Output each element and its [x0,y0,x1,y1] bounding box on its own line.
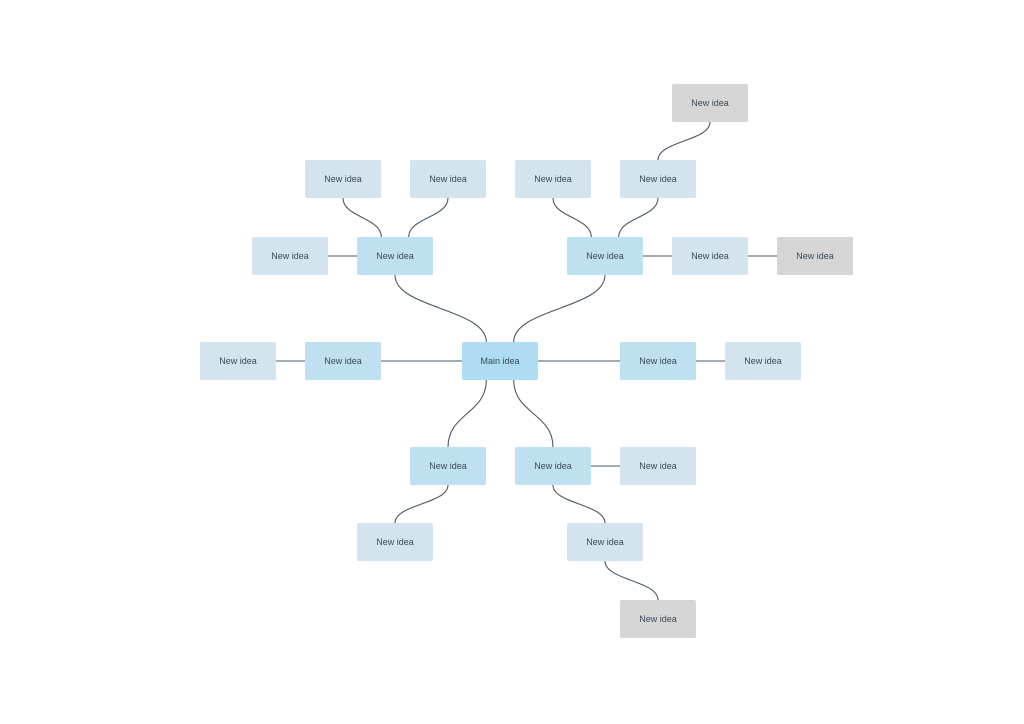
idea-node-n11[interactable]: New idea [620,160,696,198]
connector-n1-n9 [408,197,449,238]
idea-node-n9[interactable]: New idea [410,160,486,198]
idea-node-n10[interactable]: New idea [515,160,591,198]
idea-node-n1[interactable]: New idea [357,237,433,275]
idea-node-n12[interactable]: New idea [672,237,748,275]
idea-node-n16[interactable]: New idea [620,447,696,485]
connector-main-n5 [447,379,487,448]
idea-node-n7[interactable]: New idea [252,237,328,275]
connector-main-n1 [394,274,487,343]
idea-node-n3[interactable]: New idea [305,342,381,380]
idea-node-n13[interactable]: New idea [200,342,276,380]
idea-node-n6[interactable]: New idea [515,447,591,485]
idea-node-n20[interactable]: New idea [620,600,696,638]
idea-node-n18[interactable]: New idea [672,84,748,122]
connector-n6-n17 [552,484,606,524]
connector-n1-n8 [342,197,382,238]
idea-node-n2[interactable]: New idea [567,237,643,275]
connector-n2-n10 [552,197,592,238]
connector-main-n2 [513,274,606,343]
connector-main-n6 [513,379,554,448]
idea-node-n8[interactable]: New idea [305,160,381,198]
main-idea-node[interactable]: Main idea [462,342,538,380]
connector-n5-n15 [394,484,449,524]
idea-node-n5[interactable]: New idea [410,447,486,485]
idea-node-n17[interactable]: New idea [567,523,643,561]
connector-n2-n11 [618,197,659,238]
idea-node-n15[interactable]: New idea [357,523,433,561]
connector-n17-n20 [604,560,659,601]
idea-node-n4[interactable]: New idea [620,342,696,380]
idea-node-n14[interactable]: New idea [725,342,801,380]
connector-n11-n18 [657,121,711,161]
idea-node-n19[interactable]: New idea [777,237,853,275]
